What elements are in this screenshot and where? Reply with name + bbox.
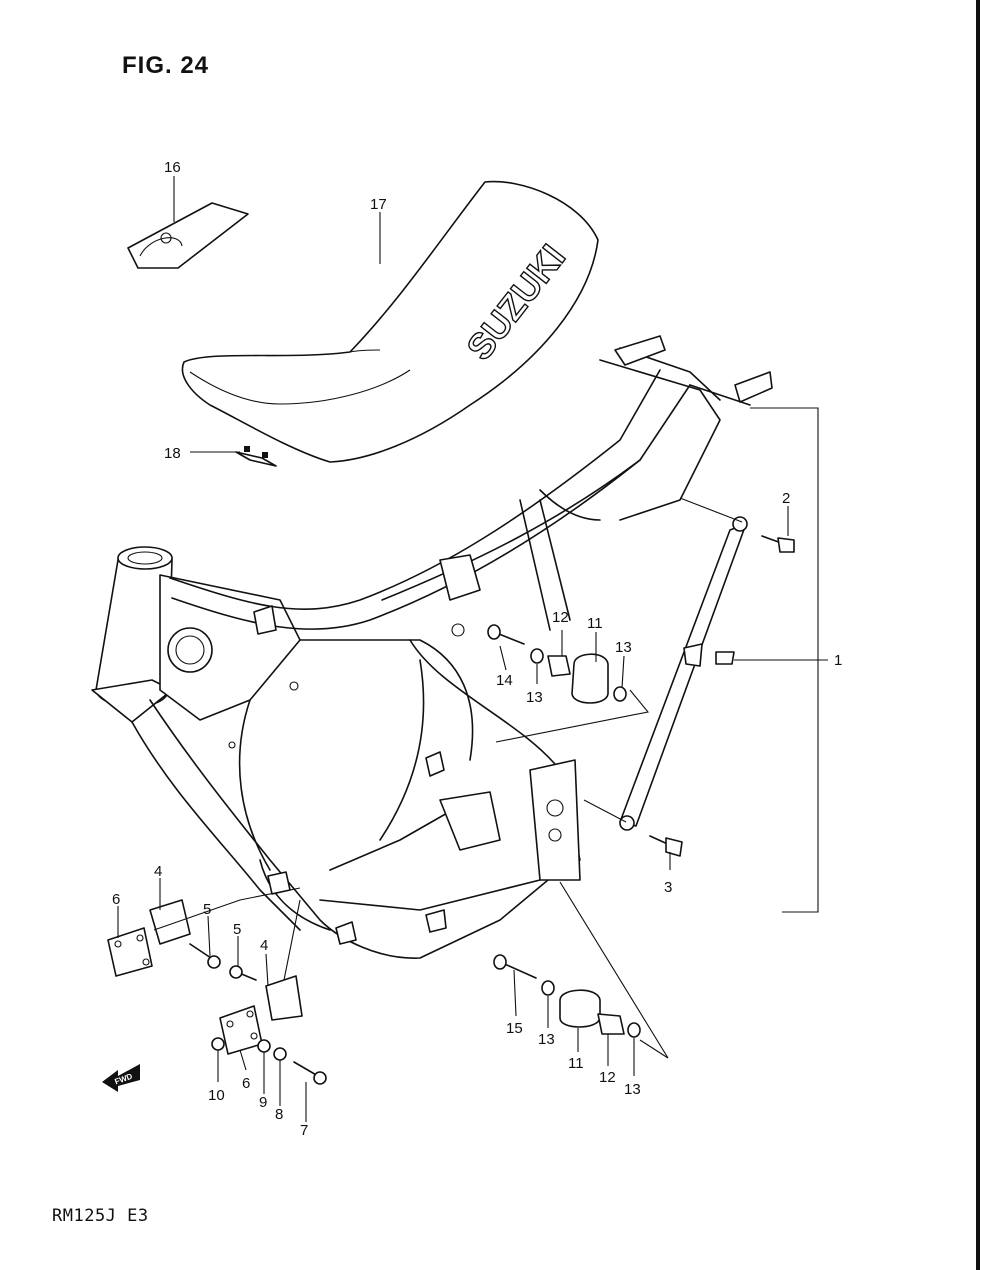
callout-6-b: 6 xyxy=(242,1075,250,1092)
callout-12-b: 12 xyxy=(599,1069,616,1086)
callout-14: 14 xyxy=(496,672,513,689)
callout-8: 8 xyxy=(275,1106,283,1123)
callout-9: 9 xyxy=(259,1094,267,1111)
callout-6-a: 6 xyxy=(112,891,120,908)
leader-lines xyxy=(117,176,789,1122)
callout-11-b: 11 xyxy=(568,1055,584,1072)
main-frame xyxy=(91,335,773,959)
callout-13-a: 13 xyxy=(526,689,543,706)
seat-part: SUZUKI xyxy=(181,180,599,463)
callout-15: 15 xyxy=(506,1020,523,1037)
model-code: RM125J E3 xyxy=(52,1206,149,1226)
callout-13-c: 13 xyxy=(538,1031,555,1048)
bolt-3 xyxy=(649,835,683,857)
callout-16: 16 xyxy=(164,159,181,176)
bolt-2 xyxy=(761,535,795,553)
fwd-arrow-icon: FWD xyxy=(102,1064,140,1092)
callout-5-b: 5 xyxy=(233,921,241,938)
lower-mount-hardware xyxy=(493,881,669,1059)
callout-13-b: 13 xyxy=(615,639,632,656)
callout-1: 1 xyxy=(834,652,842,669)
callout-5-a: 5 xyxy=(203,901,211,918)
leader-strut-bottom xyxy=(583,799,627,823)
seat-pad-part xyxy=(127,202,249,269)
callout-2: 2 xyxy=(782,490,790,507)
figure-title: FIG. 24 xyxy=(122,52,210,79)
callout-17: 17 xyxy=(370,196,387,213)
page-edge-bar xyxy=(976,0,980,1270)
callout-13-d: 13 xyxy=(624,1081,641,1098)
callout-18: 18 xyxy=(164,445,181,462)
callout-3: 3 xyxy=(664,879,672,896)
callout-10: 10 xyxy=(208,1087,225,1104)
callout-4-a: 4 xyxy=(154,863,162,880)
front-mount-hardware xyxy=(107,887,327,1085)
leader-strut-top xyxy=(679,497,743,523)
callout-7: 7 xyxy=(300,1122,308,1139)
callout-4-b: 4 xyxy=(260,937,268,954)
callout-12-a: 12 xyxy=(552,609,569,626)
subframe-strut-part xyxy=(619,516,748,831)
callout-11-a: 11 xyxy=(587,615,603,632)
upper-mount-hardware xyxy=(487,624,650,743)
seat-clip-part xyxy=(235,446,277,467)
callout-labels: 1 2 3 4 4 5 5 6 6 7 8 9 10 11 11 12 12 1… xyxy=(112,159,842,1139)
